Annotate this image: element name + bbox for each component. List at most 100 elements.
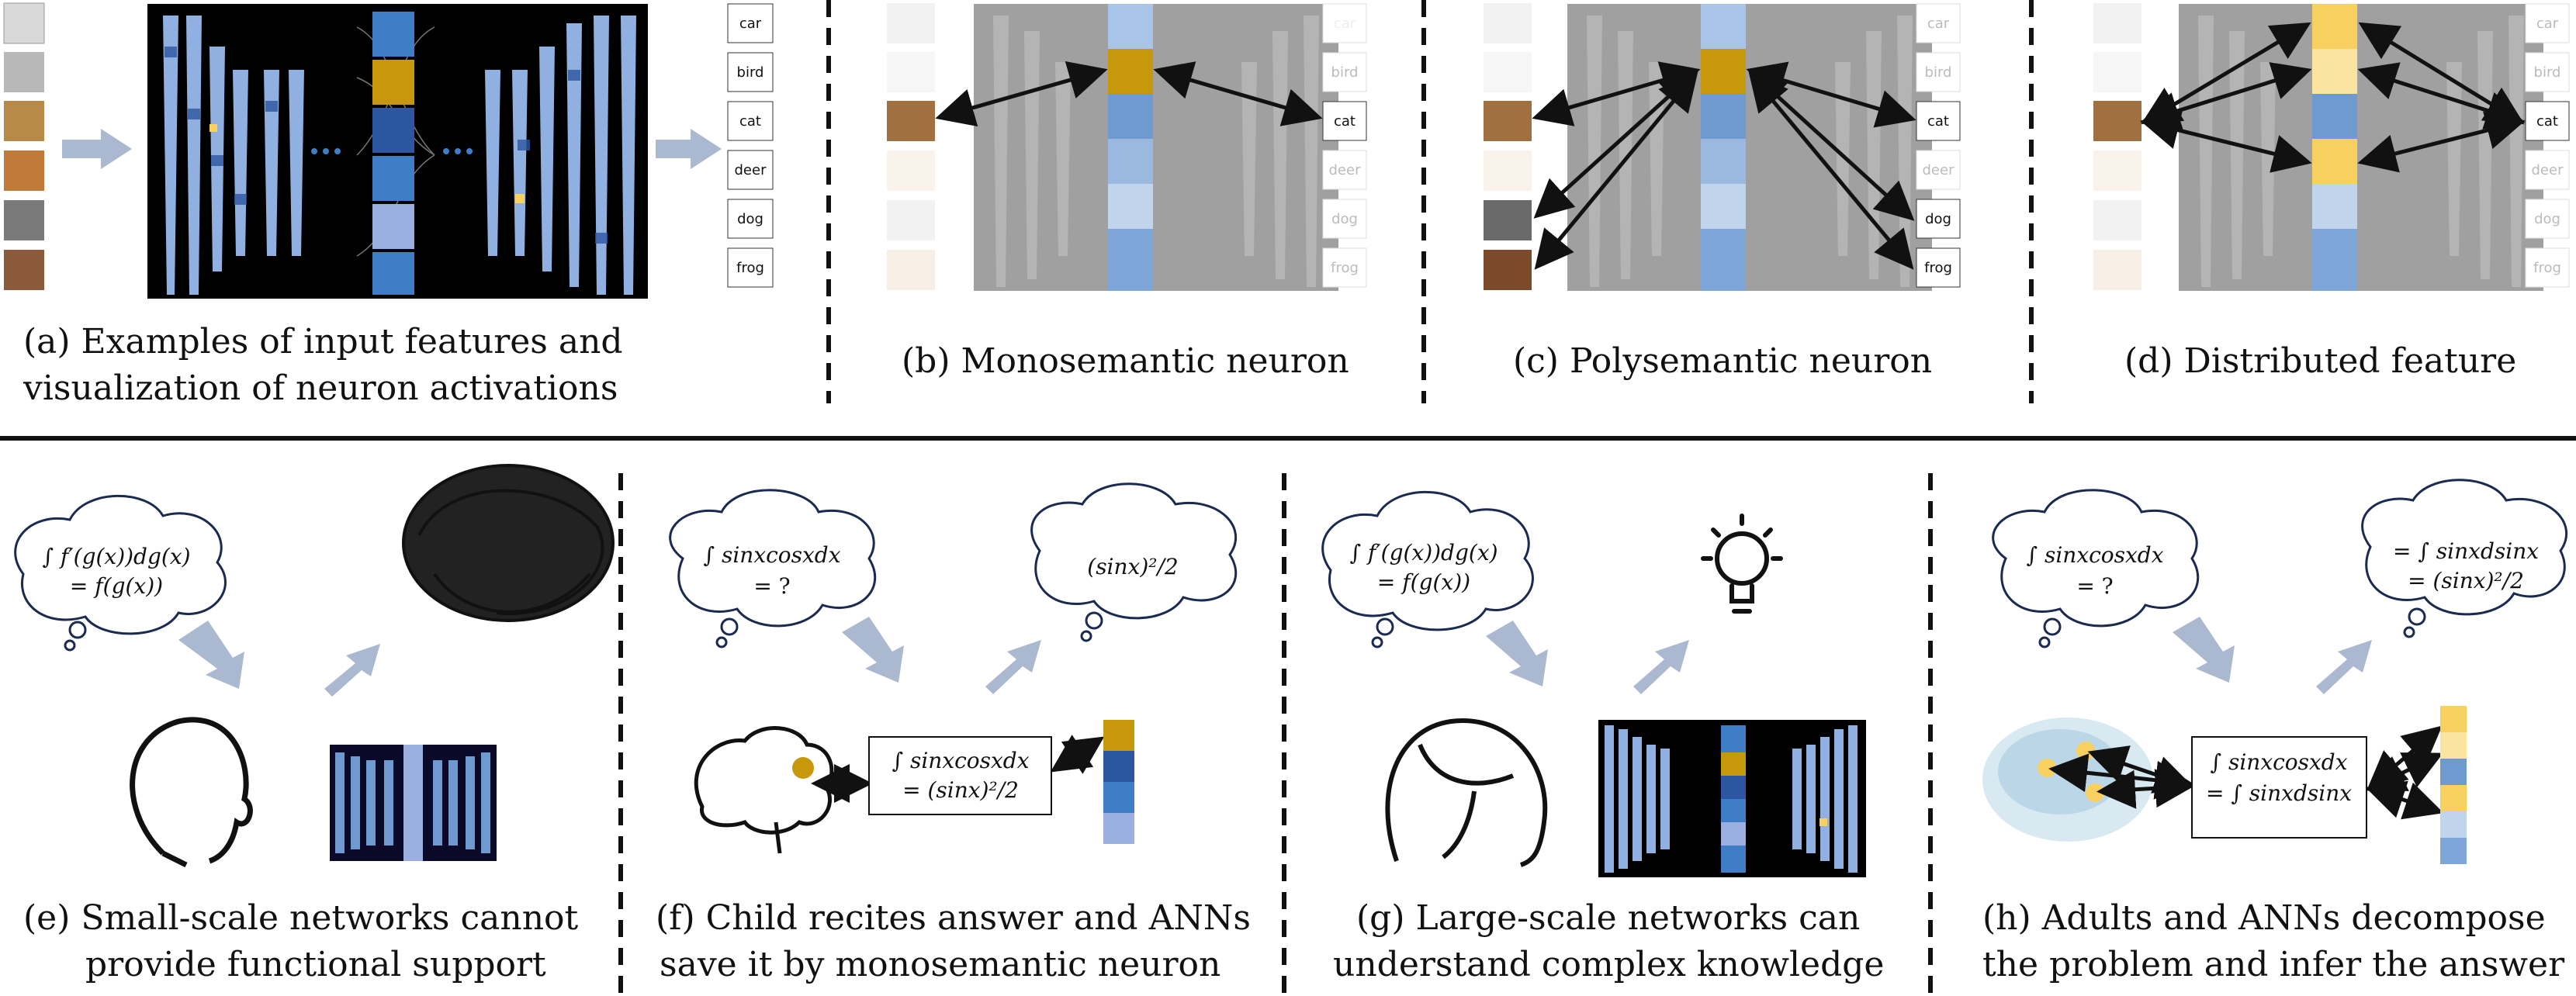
input-image-frog [1484, 250, 1532, 290]
class-label: cat [739, 113, 761, 130]
thought-bubble-f-answer: (sinx)²/2 [1030, 482, 1238, 642]
class-label: deer [735, 162, 767, 178]
class-label: bird [2534, 64, 2561, 81]
formula-box-f-line1: ∫ sinxcosxdx [892, 748, 1029, 773]
caption-a-line1: (a) Examples of input features and [23, 322, 623, 361]
mapping-arrows-d [2140, 22, 2526, 173]
network-visualization [147, 4, 648, 299]
input-image-cat [887, 101, 935, 141]
class-label: frog [736, 260, 764, 276]
panel-f: ∫ sinxcosxdx = ? (sinx)²/2 ∫ sinxcosxdx … [656, 482, 1251, 984]
bubble-f-question-line1: ∫ sinxcosxdx [703, 542, 840, 568]
panel-a: car bird cat deer dog frog (a) Examples … [3, 2, 774, 408]
girl-head-icon [1385, 718, 1548, 867]
panel-e: ∫ f′(g(x))dg(x) = f(g(x)) (e) Small-scal… [14, 464, 615, 984]
neuron-column-b [1108, 4, 1153, 291]
bubble-h-question-line2: = ? [2076, 573, 2113, 599]
down-arrow-g [1486, 621, 1548, 686]
caption-h-line2: the problem and infer the answer [1982, 945, 2565, 984]
bubble-e-line2: = f(g(x)) [70, 573, 163, 599]
caption-b: (b) Monosemantic neuron [902, 341, 1349, 381]
large-network [1598, 720, 1866, 877]
input-image-cat [1484, 101, 1532, 141]
bubble-h-answer-line2: = (sinx)²/2 [2408, 568, 2524, 593]
class-labels-c: car bird cat deer dog frog [1916, 3, 1961, 288]
thought-bubble-e: ∫ f′(g(x))dg(x) = f(g(x)) [14, 494, 227, 652]
output-arrow [656, 129, 722, 169]
brain-to-box-arrows-h [2048, 745, 2194, 809]
up-arrow-e [324, 644, 380, 697]
down-arrow-e [178, 621, 244, 689]
class-label: deer [2532, 162, 2564, 178]
neuron-column-h [2440, 706, 2467, 864]
class-label: bird [737, 64, 764, 81]
formula-box-h-line2: = ∫ sinxdsinx [2206, 780, 2352, 806]
bubble-h-answer-line1: = ∫ sinxdsinx [2393, 538, 2539, 564]
panel-g: ∫ f′(g(x))dg(x) = f(g(x)) [1321, 490, 1884, 984]
class-label: frog [2533, 260, 2561, 276]
panel-b: car bird cat deer dog frog (b) Monoseman… [887, 3, 1367, 381]
neuron-column-c [1701, 4, 1746, 291]
up-arrow-g [1633, 640, 1689, 694]
up-arrow-h [2316, 640, 2372, 694]
caption-f-line2: save it by monosemantic neuron [660, 945, 1220, 984]
caption-c: (c) Polysemantic neuron [1513, 341, 1932, 381]
scribble-icon [402, 464, 615, 622]
neuron-column-a [372, 12, 414, 295]
formula-box-f-line2: = (sinx)²/2 [902, 777, 1019, 803]
class-labels-a: car bird cat deer dog frog [727, 3, 774, 288]
small-network [330, 745, 497, 861]
input-thumbnails [3, 2, 45, 290]
caption-e-line2: provide functional support [85, 945, 546, 984]
lightbulb-icon [1701, 514, 1783, 614]
input-arrow [62, 129, 132, 169]
box-to-neurons-arrows-h [2365, 725, 2444, 820]
panel-d: car bird cat deer dog frog (d) Distribut… [2093, 3, 2570, 381]
down-arrow-f [842, 617, 904, 683]
bubble-h-question-line1: ∫ sinxcosxdx [2026, 542, 2163, 568]
caption-g-line1: (g) Large-scale networks can [1356, 898, 1860, 938]
class-label: frog [1924, 260, 1952, 276]
panel-c: car bird cat deer dog frog (c) Polyseman… [1484, 3, 1961, 381]
input-image-cat [2093, 101, 2141, 141]
formula-box-h-line1: ∫ sinxcosxdx [2210, 749, 2347, 775]
caption-a-line2: visualization of neuron activations [23, 368, 618, 408]
thought-bubble-h-question: ∫ sinxcosxdx = ? [1992, 489, 2200, 648]
class-label: cat [2536, 113, 2558, 130]
class-label: bird [1925, 64, 1952, 81]
class-label: bird [1331, 64, 1359, 81]
thought-bubble-f-question: ∫ sinxcosxdx = ? [669, 489, 877, 648]
class-labels-d: car bird cat deer dog frog [2525, 3, 2570, 288]
thought-bubble-h-answer: = ∫ sinxdsinx = (sinx)²/2 [2361, 479, 2568, 638]
bubble-f-question-line2: = ? [753, 573, 790, 599]
memory-neuron-dot [792, 757, 814, 779]
neuron-column-f [1103, 720, 1134, 844]
caption-g-line2: understand complex knowledge [1333, 945, 1884, 984]
neuron-column-d [2312, 4, 2357, 291]
class-label: cat [1927, 113, 1949, 130]
formula-box-f [868, 736, 1052, 815]
brain-icon [694, 726, 834, 854]
top-separators [826, 0, 2034, 403]
class-label: frog [1331, 260, 1359, 276]
class-label: cat [1334, 113, 1356, 130]
class-label: dog [1925, 211, 1951, 227]
bubble-e-line1: ∫ f′(g(x))dg(x) [42, 544, 190, 569]
bottom-separators [618, 473, 1933, 996]
thought-bubble-g: ∫ f′(g(x))dg(x) = f(g(x)) [1321, 490, 1534, 648]
child-head-icon [130, 717, 253, 868]
bubble-g-line2: = f(g(x)) [1377, 569, 1470, 595]
mapping-arrows-c [1532, 61, 1916, 270]
adult-brain-icon [1982, 718, 2153, 842]
up-arrow-f [985, 640, 1041, 694]
class-label: car [1334, 16, 1356, 32]
bubble-f-answer: (sinx)²/2 [1087, 554, 1178, 579]
input-image-dog [1484, 200, 1532, 240]
caption-f-line1: (f) Child recites answer and ANNs [656, 898, 1251, 938]
class-label: dog [2534, 211, 2560, 227]
class-label: car [1927, 16, 1950, 32]
class-labels-b: car bird cat deer dog frog [1322, 3, 1367, 288]
class-label: car [739, 16, 762, 32]
caption-d: (d) Distributed feature [2124, 341, 2516, 381]
